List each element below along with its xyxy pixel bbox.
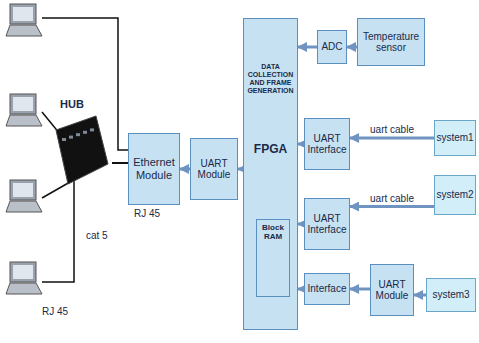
adc-box: ADC [317,30,347,64]
laptop-icon [6,4,42,36]
data-arrow [350,137,434,140]
data-arrow [414,294,426,297]
uart-interface: UART Interface [304,118,350,170]
node-title: FPGA [254,143,287,157]
node-text: UART Interface [306,133,348,156]
uart-module: UART Module [370,264,414,316]
cable-label: RJ 45 [40,306,70,317]
node-text: UART Module [192,158,236,181]
data-arrow [347,46,357,49]
node-text: DATA COLLECTION AND FRAME GENERATION [245,63,296,95]
system-box: system1 [434,120,476,156]
edge-label: uart cable [368,193,416,204]
hub-illustration [50,98,112,193]
data-arrow [350,205,434,208]
node-text: ADC [321,41,342,53]
node-text: UART Module [372,279,412,302]
interface-box: Interface [304,273,350,305]
network-cable [112,162,128,164]
node-text: system1 [436,132,473,144]
node-text: system3 [432,289,469,301]
edge-label: uart cable [368,124,416,135]
network-wires [42,18,128,282]
system-box: system3 [426,278,476,312]
laptop-icon [6,262,42,294]
node-text: UART Interface [306,213,348,236]
node-text: system2 [436,189,473,201]
node-text: Temperature sensor [359,31,423,54]
data-arrow [350,288,370,291]
laptop-icon [6,180,42,212]
uart-module: UART Module [190,138,238,200]
ethernet-module: Ethernet Module [128,133,180,205]
data-arrow [180,168,190,171]
sensor-box: Temperature sensor [357,18,425,66]
block-ram: Block RAM [256,219,290,297]
cable-label: cat 5 [84,230,110,241]
node-text: Block RAM [258,223,288,241]
node-text: Interface [308,283,347,295]
node-text: Ethernet Module [130,156,178,181]
system-box: system2 [434,175,476,215]
node-text: HUB [60,98,84,111]
cable-label: RJ 45 [132,208,162,219]
laptop-icon [6,94,42,126]
data-arrow [298,46,317,49]
fpga-block: DATA COLLECTION AND FRAME GENERATION FPGA… [243,18,298,330]
hub-device: HUB [50,98,112,193]
uart-interface: UART Interface [304,198,350,250]
